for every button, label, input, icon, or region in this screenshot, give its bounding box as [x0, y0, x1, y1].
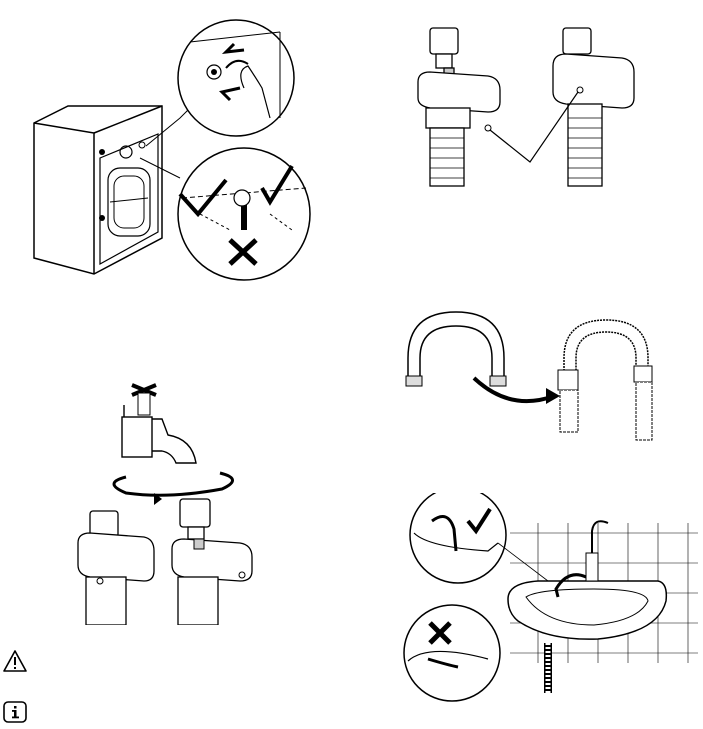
inlet-valve-illustration [408, 18, 653, 188]
information-icon [2, 700, 28, 726]
water-tap-illustration [72, 375, 272, 625]
washing-machine-illustration [30, 18, 315, 293]
warning-triangle-icon [2, 649, 28, 675]
sink-illustration [398, 493, 698, 703]
sink-drain-figure [398, 493, 698, 703]
tap-connection-figure [72, 375, 272, 625]
hose-guide-illustration [400, 300, 680, 450]
drain-hose-hook-figure [400, 300, 680, 450]
valve-fitting-figure [408, 18, 653, 188]
washing-machine-figure [30, 18, 315, 293]
